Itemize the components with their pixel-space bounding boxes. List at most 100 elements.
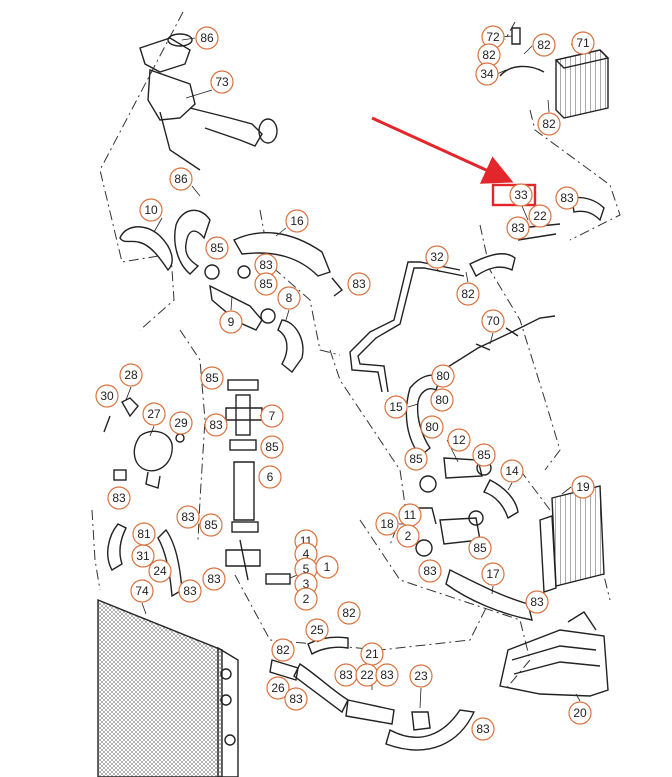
callout-label: 83 (476, 722, 490, 736)
callout-26: 26 (266, 676, 290, 700)
callout-circle (571, 31, 595, 55)
main-radiator (97, 598, 239, 777)
callout-label: 83 (339, 668, 353, 682)
callout-circle (532, 33, 556, 57)
callout-label: 85 (205, 371, 219, 385)
callout-circle (169, 411, 193, 435)
callout-label: 8 (286, 291, 293, 305)
callout-label: 19 (576, 480, 590, 494)
callout-circle (418, 559, 442, 583)
callout-9: 9 (219, 310, 243, 334)
callout-circle (537, 112, 561, 136)
callout-83: 83 (204, 413, 228, 437)
callout-label: 83 (259, 258, 273, 272)
callout-80: 80 (420, 415, 444, 439)
callout-circle (258, 465, 282, 489)
callout-8: 8 (277, 286, 301, 310)
callout-label: 30 (100, 389, 114, 403)
callout-circle (178, 579, 202, 603)
callout-85: 85 (472, 443, 496, 467)
callout-85: 85 (205, 236, 229, 260)
callout-7: 7 (260, 404, 284, 428)
callout-80: 80 (431, 364, 455, 388)
callout-19: 19 (571, 475, 595, 499)
callout-label: 24 (153, 564, 167, 578)
callout-circle (139, 198, 163, 222)
callout-circle (260, 404, 284, 428)
callout-label: 85 (259, 277, 273, 291)
callout-circle (430, 388, 454, 412)
callout-16: 16 (285, 209, 309, 233)
callout-label: 83 (112, 491, 126, 505)
callout-label: 27 (147, 407, 161, 421)
callout-circle (409, 664, 433, 688)
callout-83: 83 (347, 272, 371, 296)
callout-label: 31 (136, 549, 150, 563)
callout-circle (195, 26, 219, 50)
callout-label: 86 (174, 172, 188, 186)
callout-33: 33 (509, 183, 533, 207)
callout-label: 81 (137, 527, 151, 541)
callout-label: 70 (486, 314, 500, 328)
callout-label: 74 (135, 584, 149, 598)
callout-83: 83 (284, 687, 308, 711)
callout-label: 3 (303, 577, 310, 591)
annotation (371, 116, 537, 207)
callout-label: 83 (423, 564, 437, 578)
callout-circle (119, 363, 143, 387)
callout-label: 73 (215, 75, 229, 89)
callout-12: 12 (447, 428, 471, 452)
hoses (107, 196, 605, 751)
callout-circle (294, 587, 318, 611)
callout-80: 80 (430, 388, 454, 412)
callout-label: 83 (380, 668, 394, 682)
callout-73: 73 (210, 70, 234, 94)
center-fittings (204, 264, 344, 585)
callout-circle (284, 687, 308, 711)
callout-29: 29 (169, 411, 193, 435)
callout-82: 82 (456, 282, 480, 306)
callout-18: 18 (375, 512, 399, 536)
callout-20: 20 (568, 701, 592, 725)
air-duct (499, 611, 609, 697)
callout-label: 83 (530, 595, 544, 609)
callout-label: 71 (576, 36, 590, 50)
callout-86: 86 (169, 167, 193, 191)
callout-17: 17 (481, 562, 505, 586)
callout-85: 85 (199, 513, 223, 537)
callout-label: 83 (183, 584, 197, 598)
callout-label: 85 (210, 241, 224, 255)
callout-circle (425, 245, 449, 269)
callout-label: 80 (435, 393, 449, 407)
callout-31: 31 (131, 544, 155, 568)
callout-label: 26 (271, 681, 285, 695)
callout-circle (200, 366, 224, 390)
callout-label: 16 (290, 214, 304, 228)
callout-22: 22 (355, 663, 379, 687)
callout-15: 15 (384, 395, 408, 419)
callout-85: 85 (260, 435, 284, 459)
callout-circle (285, 209, 309, 233)
callout-24: 24 (148, 559, 172, 583)
callout-label: 33 (514, 188, 528, 202)
callout-83: 83 (202, 567, 226, 591)
callout-label: 9 (228, 315, 235, 329)
highlight-box (491, 183, 537, 207)
callout-circle (204, 413, 228, 437)
callout-circle (107, 486, 131, 510)
callout-label: 85 (477, 448, 491, 462)
callout-circle (148, 559, 172, 583)
callout-85: 85 (254, 272, 278, 296)
callout-circle (210, 70, 234, 94)
callout-83: 83 (555, 186, 579, 210)
callout-label: 32 (430, 250, 444, 264)
callout-circle (305, 618, 329, 642)
callout-label: 17 (486, 567, 500, 581)
callout-82: 82 (271, 638, 295, 662)
callout-circle (176, 505, 200, 529)
callout-label: 85 (409, 452, 423, 466)
callout-circle (260, 435, 284, 459)
callout-circle (375, 663, 399, 687)
callout-83: 83 (506, 216, 530, 240)
callout-circle (431, 364, 455, 388)
